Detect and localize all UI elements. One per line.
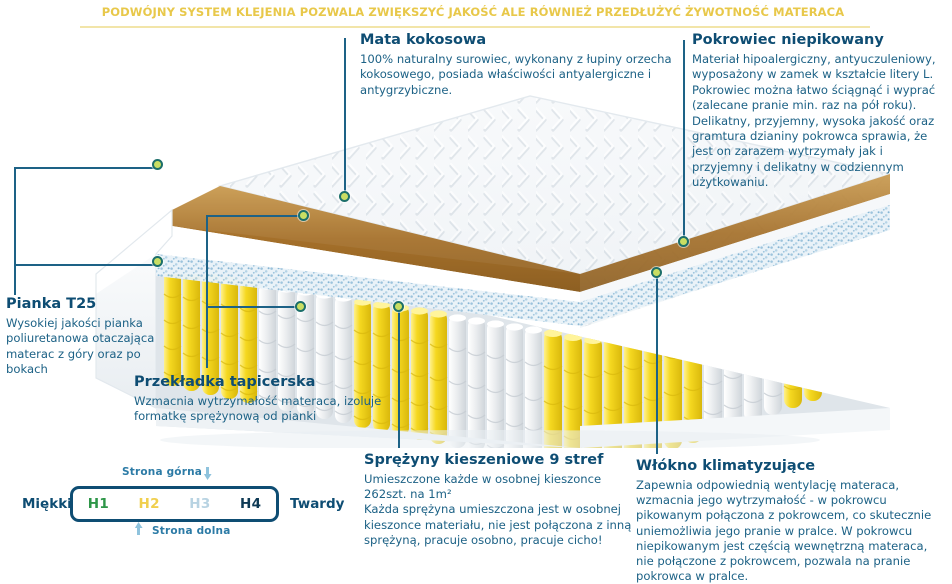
hardness-step-h1[interactable]: H1: [87, 496, 110, 512]
mattress-cutaway-illustration: [60, 78, 890, 448]
callout-climate-fiber: Włókno klimatyzujące Zapewnia odpowiedni…: [636, 458, 948, 584]
leader-line-springs: [398, 306, 400, 448]
leader-line-foam-lower: [14, 264, 158, 266]
ground-shadow: [160, 430, 820, 448]
callout-springs-body: Umieszczone każde w osobnej kieszonce 26…: [364, 472, 632, 547]
hardness-step-h3[interactable]: H3: [189, 496, 211, 512]
callout-cover-title: Pokrowiec niepikowany: [692, 32, 884, 48]
leader-line-felt-stem: [206, 215, 208, 368]
arrow-up-icon: [134, 521, 143, 535]
callout-cover-body: Materiał hipoalergiczny, antyuczuleniowy…: [692, 52, 936, 190]
callout-fiber-body: Zapewnia odpowiednią wentylację materaca…: [636, 478, 932, 584]
leader-line-coconut: [344, 38, 346, 198]
hardness-step-h4[interactable]: H4: [239, 496, 262, 512]
leader-dot-cover: [678, 236, 689, 247]
bottom-side-label: Strona dolna: [152, 525, 231, 537]
leader-line-fiber: [656, 272, 658, 454]
hard-label: Twardy: [290, 496, 345, 512]
callout-coconut-mat: Mata kokosowa 100% naturalny surowiec, w…: [360, 32, 695, 98]
leader-dot-foam-lower: [152, 256, 163, 267]
callout-springs-title: Sprężyny kieszeniowe 9 stref: [364, 452, 604, 468]
callout-upholstery-interlayer: Przekładka tapicerska Wzmacnia wytrzymał…: [134, 374, 394, 425]
right-end-foam-frame: [830, 208, 890, 430]
callout-felt-body: Wzmacnia wytrzymałość materaca, izoluje …: [134, 394, 382, 424]
leader-dot-felt-upper: [298, 210, 309, 221]
leader-line-felt-upper: [206, 215, 303, 217]
coconut-mat-layer: [172, 174, 890, 292]
banner-divider: [80, 26, 870, 28]
leader-line-foam-upper: [14, 167, 158, 169]
hardness-scale: Strona górna Miękki H1 H2 H3 H4 Twardy S…: [0, 466, 345, 546]
callout-fiber-title: Włókno klimatyzujące: [636, 458, 816, 474]
leader-dot-coconut: [339, 191, 350, 202]
leader-dot-fiber: [651, 267, 662, 278]
soft-label: Miękki: [22, 496, 72, 512]
callout-foam-t25: Pianka T25 Wysokiej jakości pianka poliu…: [6, 296, 181, 378]
leader-line-cover: [683, 40, 685, 242]
leader-line-felt-lower: [206, 306, 300, 308]
leader-line-foam-stem: [14, 167, 16, 295]
top-side-label: Strona górna: [122, 466, 203, 478]
leader-dot-springs: [393, 301, 404, 312]
callout-pocket-springs: Sprężyny kieszeniowe 9 stref Umieszczone…: [364, 452, 639, 548]
leader-dot-foam-upper: [152, 159, 163, 170]
leader-dot-felt-lower: [295, 301, 306, 312]
callout-coconut-body: 100% naturalny surowiec, wykonany z łupi…: [360, 52, 672, 97]
hardness-track[interactable]: H1 H2 H3 H4: [70, 486, 279, 522]
callout-cover: Pokrowiec niepikowany Materiał hipoalerg…: [692, 32, 944, 191]
callout-foam-title: Pianka T25: [6, 296, 97, 312]
callout-felt-title: Przekładka tapicerska: [134, 374, 316, 390]
hardness-step-h2[interactable]: H2: [138, 496, 160, 512]
callout-foam-body: Wysokiej jakości pianka poliuretanowa ot…: [6, 316, 155, 377]
top-banner-text: PODWÓJNY SYSTEM KLEJENIA POZWALA ZWIĘKSZ…: [101, 5, 845, 19]
arrow-down-icon: [203, 467, 212, 480]
callout-coconut-title: Mata kokosowa: [360, 32, 487, 48]
